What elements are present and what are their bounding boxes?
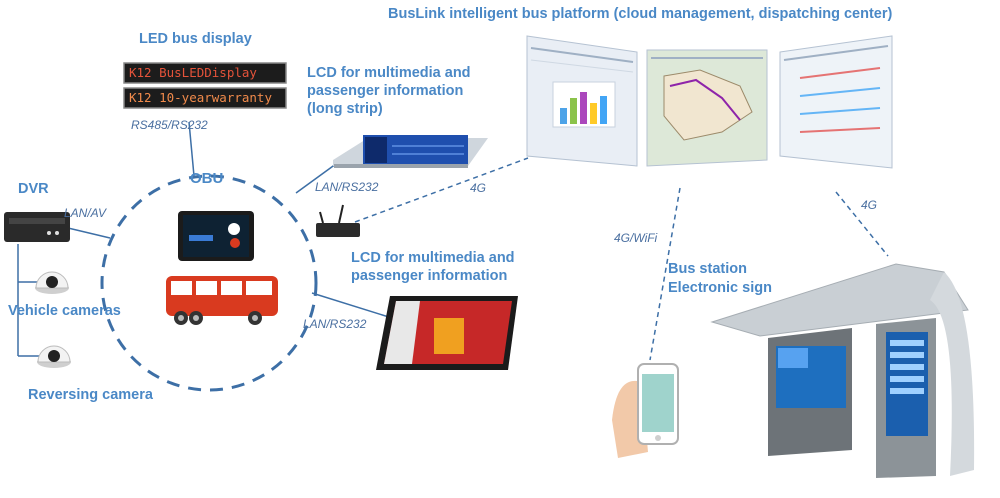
router-cloud-link-label: 4G: [470, 181, 487, 195]
station-cloud-link: [835, 191, 889, 257]
cloud-platform-screens: [526, 35, 893, 169]
obu-label: OBU: [190, 170, 224, 187]
lcd-strip-title-line: LCD for multimedia and: [307, 65, 471, 81]
lcd-link-label: LAN/RS232: [303, 317, 367, 331]
dvr-link-label: LAN/AV: [64, 206, 107, 220]
lcd-strip-link-label: LAN/RS232: [315, 180, 379, 194]
vehicle-camera-icon: [35, 271, 69, 294]
lcd-title-line: LCD for multimedia and: [351, 250, 515, 266]
station-label-line: Bus station: [668, 261, 747, 277]
led-connector: [188, 121, 195, 177]
lcd-connector: [311, 292, 393, 319]
dvr-connector: [67, 227, 111, 239]
phone-link-label: 4G/WiFi: [614, 231, 658, 245]
phone-cloud-link: [649, 187, 681, 361]
led-link-label: RS485/RS232: [131, 118, 208, 132]
led-display-title: LED bus display: [139, 31, 252, 47]
dvr-label: DVR: [18, 181, 49, 197]
router-cloud-link: [354, 157, 529, 223]
bus-station-icon: [710, 263, 975, 478]
lcd-strip-title-line: (long strip): [307, 101, 383, 117]
station-cloud-link-label: 4G: [861, 198, 878, 212]
obu-ring: [100, 174, 318, 392]
lcd-title-line: passenger information: [351, 268, 508, 284]
obu-tablet-icon: [178, 211, 254, 261]
led-line-2: K12 10-yearwarranty: [129, 90, 272, 105]
station-label-line: Electronic sign: [668, 280, 772, 296]
bus-icon: [166, 276, 278, 325]
lcd-title: LCD for multimedia and passenger informa…: [351, 249, 515, 285]
lcd-strip-title-line: passenger information: [307, 83, 464, 99]
station-label: Bus station Electronic sign: [668, 260, 772, 298]
lcd-screen-icon: [376, 296, 518, 370]
led-line-1: K12 BusLEDDisplay: [129, 65, 257, 80]
platform-title: BusLink intelligent bus platform (cloud …: [388, 6, 893, 22]
reversing-camera-icon: [37, 345, 71, 368]
router-icon: [316, 204, 360, 237]
vehicle-cameras-label: Vehicle cameras: [8, 303, 121, 319]
lcd-strip-icon: [333, 135, 488, 168]
smartphone-icon: [612, 363, 679, 458]
lcd-strip-title: LCD for multimedia and passenger informa…: [307, 64, 471, 118]
dvr-icon: [4, 212, 70, 242]
led-display-icon: [123, 62, 287, 109]
reversing-camera-label: Reversing camera: [28, 387, 153, 403]
